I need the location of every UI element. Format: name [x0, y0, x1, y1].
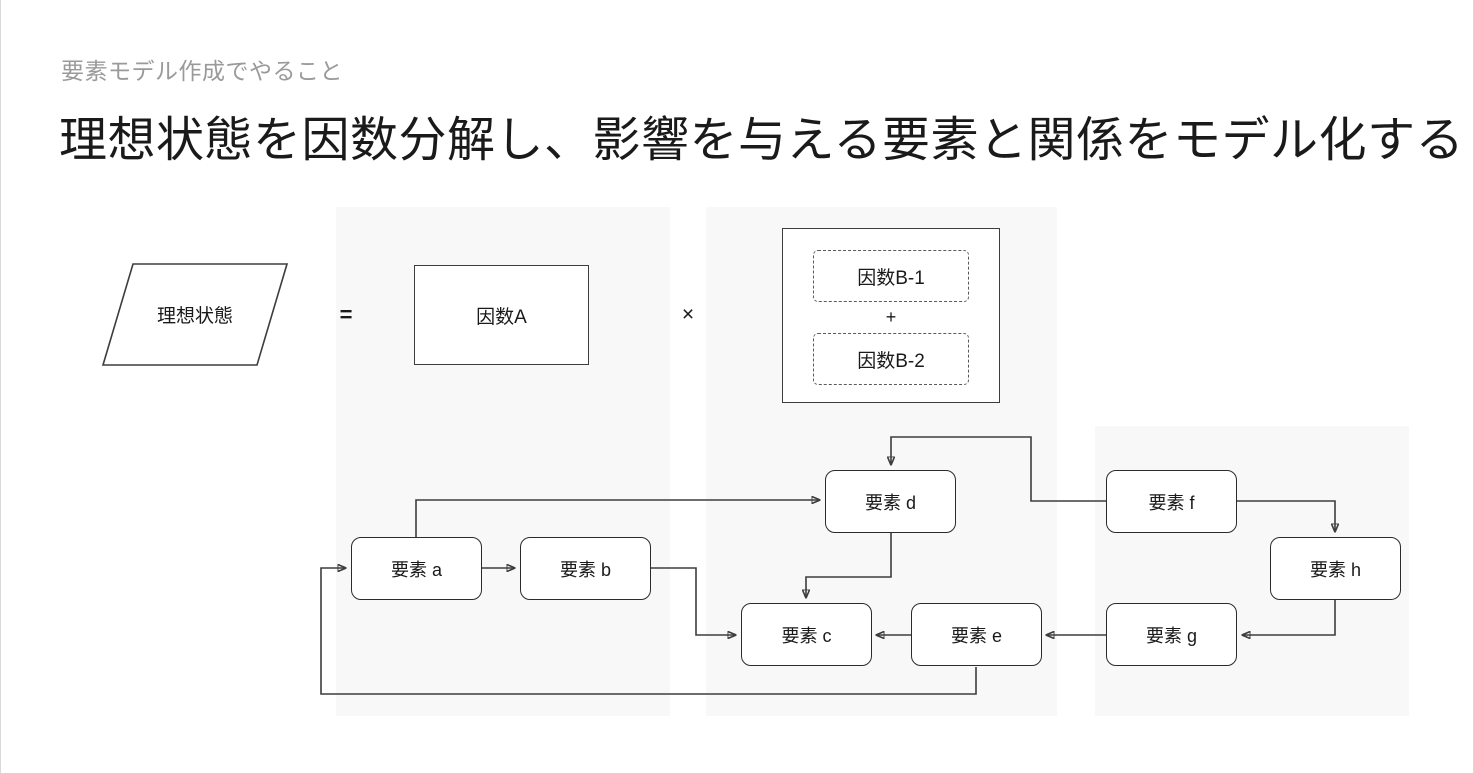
node-element-g[interactable]: 要素 g	[1106, 603, 1237, 666]
node-element-c[interactable]: 要素 c	[741, 603, 872, 666]
node-element-h[interactable]: 要素 h	[1270, 537, 1401, 600]
node-element-b[interactable]: 要素 b	[520, 537, 651, 600]
node-element-e[interactable]: 要素 e	[911, 603, 1042, 666]
factor-a-box: 因数A	[414, 265, 589, 365]
equals-operator: =	[339, 302, 353, 327]
multiply-operator: ×	[681, 303, 695, 326]
plus-operator: +	[885, 306, 897, 327]
node-element-f[interactable]: 要素 f	[1106, 470, 1237, 533]
parallelogram-shape	[101, 263, 289, 366]
factor-b1-box: 因数B-1	[813, 250, 969, 302]
slide-eyebrow: 要素モデル作成でやること	[61, 58, 343, 84]
factor-b2-box: 因数B-2	[813, 333, 969, 385]
node-element-a[interactable]: 要素 a	[351, 537, 482, 600]
node-element-d[interactable]: 要素 d	[825, 470, 956, 533]
ideal-state-parallelogram: 理想状態	[101, 262, 289, 367]
page-title: 理想状態を因数分解し、影響を与える要素と関係をモデル化する	[59, 114, 1465, 167]
ideal-state-label: 理想状態	[156, 306, 233, 327]
